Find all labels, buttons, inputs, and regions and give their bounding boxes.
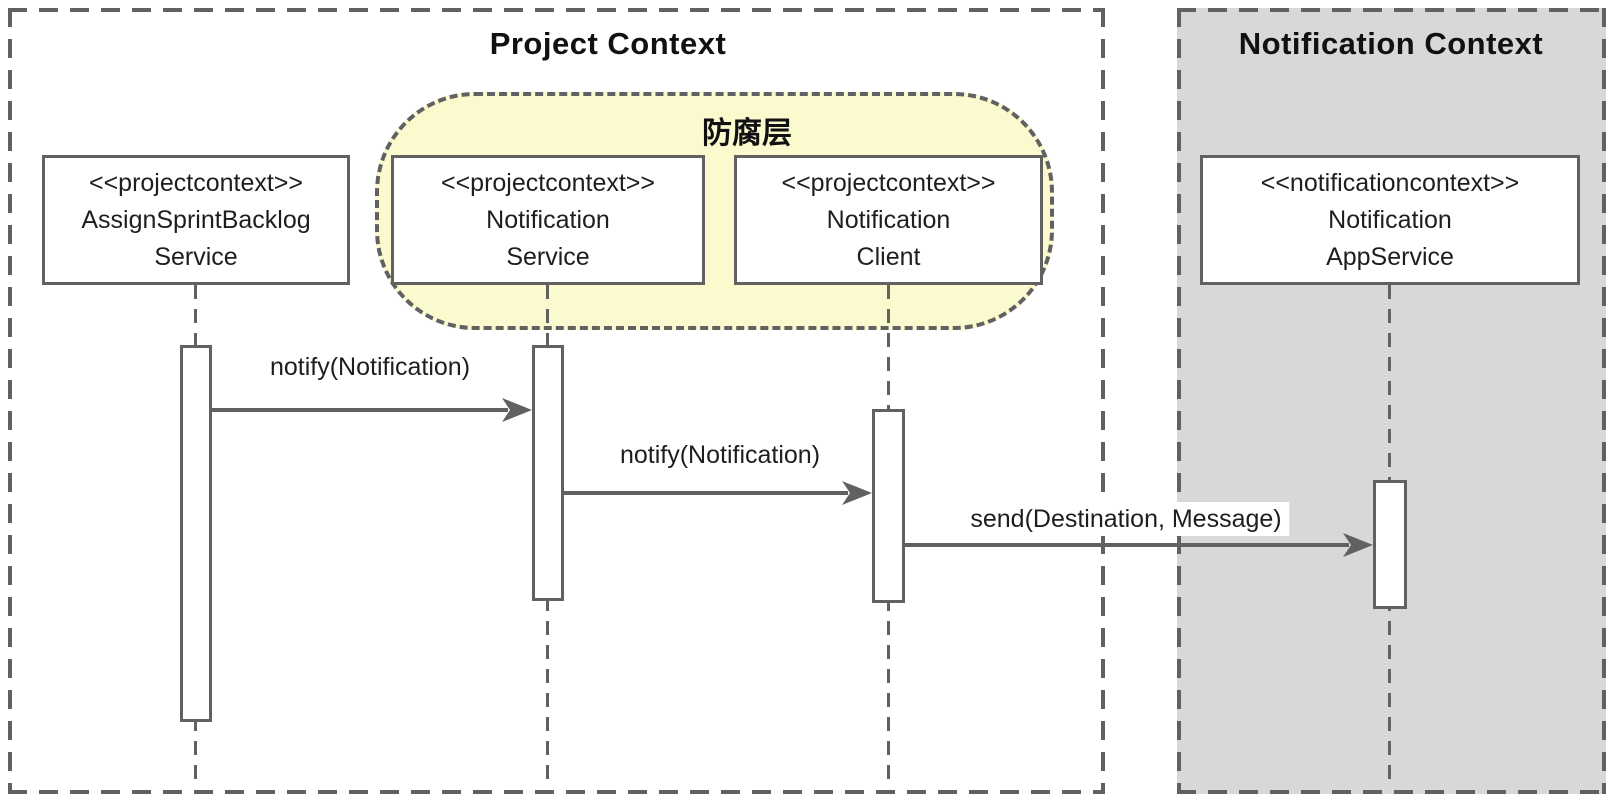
message-label-notify-2: notify(Notification) <box>611 438 829 472</box>
participant-name-line: Service <box>506 242 590 271</box>
participant-stereotype: <<notificationcontext>> <box>1260 168 1520 197</box>
activation-bar-assignsprintbacklogservice <box>180 345 212 722</box>
activation-bar-notificationservice <box>532 345 564 601</box>
participant-name-line: AssignSprintBacklog <box>81 205 311 234</box>
participant-box-assignsprintbacklogservice: <<projectcontext>> AssignSprintBacklog S… <box>42 155 350 285</box>
participant-box-notificationclient: <<projectcontext>> Notification Client <box>734 155 1043 285</box>
participant-box-notificationservice: <<projectcontext>> Notification Service <box>391 155 705 285</box>
notification-context-title: Notification Context <box>1238 26 1544 61</box>
anti-corruption-layer-title: 防腐层 <box>702 117 792 150</box>
notification-context-boundary <box>1177 8 1606 794</box>
participant-stereotype: <<projectcontext>> <box>781 168 996 197</box>
message-arrow-line-2 <box>564 491 848 495</box>
arrow-head-icon <box>842 481 872 505</box>
project-context-title: Project Context <box>489 26 727 61</box>
message-label-notify-1: notify(Notification) <box>261 350 479 384</box>
participant-name-line: Notification <box>826 205 951 234</box>
message-label-send: send(Destination, Message) <box>962 502 1290 536</box>
participant-name-line: Service <box>154 242 238 271</box>
participant-stereotype: <<projectcontext>> <box>440 168 656 197</box>
participant-name-line: Notification <box>486 205 610 234</box>
participant-name-line: Notification <box>1328 205 1452 234</box>
participant-stereotype: <<projectcontext>> <box>88 168 304 197</box>
arrow-head-icon <box>502 398 532 422</box>
participant-name-line: Client <box>856 242 921 271</box>
arrow-head-icon <box>1343 533 1373 557</box>
participant-box-notificationappservice: <<notificationcontext>> Notification App… <box>1200 155 1580 285</box>
message-arrow-line-1 <box>212 408 508 412</box>
message-arrow-line-3 <box>905 543 1349 547</box>
activation-bar-notificationclient <box>872 409 905 603</box>
activation-bar-notificationappservice <box>1373 480 1407 609</box>
participant-name-line: AppService <box>1326 242 1454 271</box>
